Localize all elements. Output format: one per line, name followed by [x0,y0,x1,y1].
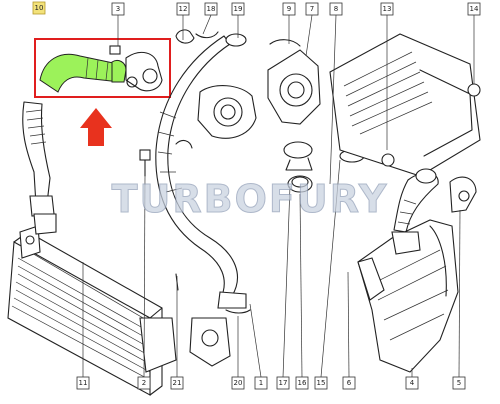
svg-text:1: 1 [259,379,263,387]
svg-text:9: 9 [287,5,291,13]
callout-12[interactable]: 12 [176,2,190,16]
svg-text:18: 18 [207,5,216,13]
callout-14[interactable]: 14 [467,2,481,16]
turbocharger [175,29,257,139]
svg-text:14: 14 [470,5,479,13]
svg-text:4: 4 [410,379,415,387]
callout-8[interactable]: 8 [329,2,343,16]
right-hose [393,168,439,233]
highlighted-part-frame [34,38,171,98]
callout-5[interactable]: 5 [452,376,466,390]
svg-text:11: 11 [79,379,88,387]
bolt [139,149,151,177]
svg-text:2: 2 [142,379,146,387]
callout-13[interactable]: 13 [380,2,394,16]
callout-15[interactable]: 15 [314,376,328,390]
svg-text:3: 3 [116,5,120,13]
svg-text:13: 13 [383,5,392,13]
callouts-bottom: 11 2 21 20 1 17 16 15 [76,376,466,390]
charge-pipe [155,33,251,314]
engine-cover [329,33,481,177]
svg-text:5: 5 [457,379,461,387]
throttle-body [267,39,365,193]
callout-11[interactable]: 11 [76,376,90,390]
svg-text:12: 12 [179,5,188,13]
watermark: TURBOFURY [111,177,389,222]
callout-20[interactable]: 20 [231,376,245,390]
svg-text:8: 8 [334,5,338,13]
callout-17[interactable]: 17 [276,376,290,390]
callout-16[interactable]: 16 [295,376,309,390]
callout-4[interactable]: 4 [405,376,419,390]
svg-text:20: 20 [234,379,243,387]
svg-text:TURBOFURY: TURBOFURY [112,177,389,221]
callout-1[interactable]: 1 [254,376,268,390]
intercooler [7,225,177,396]
callout-2[interactable]: 2 [137,376,151,390]
pointer-arrow [80,108,112,146]
svg-text:17: 17 [279,379,288,387]
callout-10[interactable]: 10 [32,1,46,15]
callouts-top: 10 3 12 18 19 9 7 8 [32,1,481,16]
callout-7[interactable]: 7 [305,2,319,16]
callout-9[interactable]: 9 [282,2,296,16]
air-box [357,176,477,373]
callout-21[interactable]: 21 [170,376,184,390]
svg-text:6: 6 [347,379,352,387]
svg-text:7: 7 [310,5,314,13]
left-intake-hose [22,101,57,235]
lower-valve [175,273,231,367]
callout-3[interactable]: 3 [111,2,125,16]
svg-text:19: 19 [234,5,243,13]
svg-text:10: 10 [35,4,44,12]
callout-18[interactable]: 18 [204,2,218,16]
callout-19[interactable]: 19 [231,2,245,16]
callout-6[interactable]: 6 [342,376,356,390]
svg-text:16: 16 [298,379,307,387]
svg-text:21: 21 [173,379,182,387]
leader-lines [82,14,475,378]
highlighted-hose [39,45,163,93]
svg-text:15: 15 [317,379,326,387]
